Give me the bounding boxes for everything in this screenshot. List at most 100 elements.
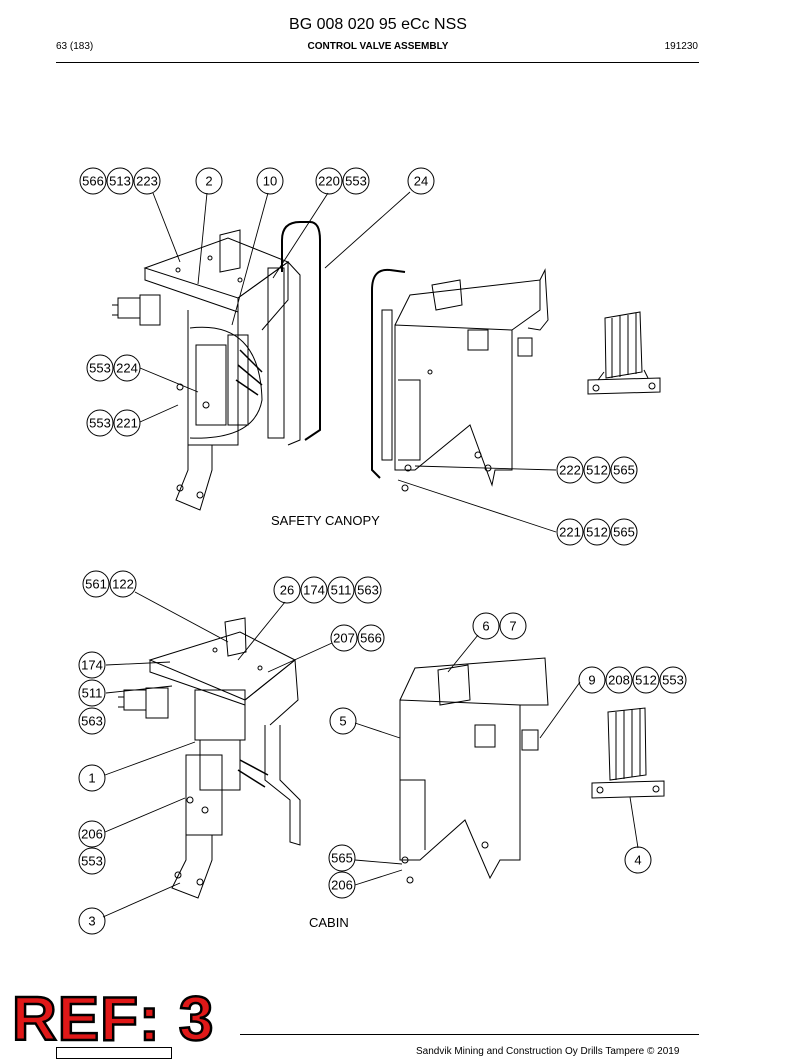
callout-222: 222 bbox=[556, 456, 584, 484]
callout-224: 224 bbox=[113, 354, 141, 382]
callout-553: 553 bbox=[86, 354, 114, 382]
svg-text:512: 512 bbox=[635, 673, 657, 688]
svg-text:206: 206 bbox=[331, 878, 353, 893]
callout-512: 512 bbox=[583, 456, 611, 484]
svg-text:7: 7 bbox=[509, 619, 516, 634]
upper-callouts: 566 513 223 2 10 220 553 24 553 224 553 … bbox=[79, 167, 638, 546]
header-rule bbox=[56, 62, 699, 63]
sandvik-logo bbox=[56, 1047, 172, 1059]
callout-511: 511 bbox=[78, 679, 106, 707]
svg-text:220: 220 bbox=[318, 174, 340, 189]
callout-563: 563 bbox=[78, 707, 106, 735]
callout-206: 206 bbox=[328, 871, 356, 899]
callout-512: 512 bbox=[632, 666, 660, 694]
svg-text:512: 512 bbox=[586, 525, 608, 540]
svg-text:207: 207 bbox=[333, 631, 355, 646]
callout-4: 4 bbox=[624, 846, 652, 874]
svg-text:511: 511 bbox=[82, 686, 103, 701]
svg-text:512: 512 bbox=[586, 463, 608, 478]
callout-512: 512 bbox=[583, 518, 611, 546]
callout-208: 208 bbox=[605, 666, 633, 694]
callout-174: 174 bbox=[78, 651, 106, 679]
svg-text:10: 10 bbox=[263, 174, 277, 189]
document-title: BG 008 020 95 eCc NSS bbox=[289, 16, 467, 33]
svg-text:553: 553 bbox=[81, 854, 103, 869]
svg-text:553: 553 bbox=[345, 174, 367, 189]
svg-text:221: 221 bbox=[116, 416, 138, 431]
svg-text:563: 563 bbox=[357, 583, 379, 598]
callout-2: 2 bbox=[195, 167, 223, 195]
svg-text:208: 208 bbox=[608, 673, 630, 688]
svg-text:566: 566 bbox=[360, 631, 382, 646]
callout-206: 206 bbox=[78, 820, 106, 848]
cabin-side bbox=[399, 657, 549, 884]
callout-122: 122 bbox=[109, 570, 137, 598]
callout-3: 3 bbox=[78, 907, 106, 935]
svg-text:174: 174 bbox=[81, 658, 103, 673]
ref-stamp: REF: 3 bbox=[11, 984, 215, 1056]
callout-566: 566 bbox=[357, 624, 385, 652]
callout-24: 24 bbox=[407, 167, 435, 195]
caption-safety-canopy: SAFETY CANOPY bbox=[271, 513, 380, 528]
svg-text:224: 224 bbox=[116, 361, 138, 376]
svg-text:3: 3 bbox=[88, 914, 95, 929]
callout-207: 207 bbox=[330, 624, 358, 652]
callout-511: 511 bbox=[327, 576, 355, 604]
svg-text:222: 222 bbox=[559, 463, 581, 478]
svg-text:26: 26 bbox=[280, 583, 294, 598]
document-number: 191230 bbox=[664, 41, 698, 52]
callout-561: 561 bbox=[82, 570, 110, 598]
callout-220: 220 bbox=[315, 167, 343, 195]
svg-text:561: 561 bbox=[85, 577, 107, 592]
callout-563: 563 bbox=[354, 576, 382, 604]
canopy-valve-block bbox=[587, 311, 661, 395]
svg-text:174: 174 bbox=[303, 583, 325, 598]
callout-26: 26 bbox=[273, 576, 301, 604]
callout-553: 553 bbox=[659, 666, 687, 694]
svg-text:206: 206 bbox=[81, 827, 103, 842]
svg-text:511: 511 bbox=[331, 583, 352, 598]
callout-10: 10 bbox=[256, 167, 284, 195]
upper-leader-lines bbox=[139, 191, 557, 533]
callout-5: 5 bbox=[329, 707, 357, 735]
cabin-valve-block bbox=[591, 707, 665, 799]
svg-text:565: 565 bbox=[613, 525, 635, 540]
svg-text:566: 566 bbox=[82, 174, 104, 189]
svg-text:553: 553 bbox=[662, 673, 684, 688]
callout-553: 553 bbox=[86, 409, 114, 437]
svg-text:4: 4 bbox=[634, 853, 641, 868]
svg-text:223: 223 bbox=[136, 174, 158, 189]
callout-553: 553 bbox=[78, 847, 106, 875]
footer-rule bbox=[240, 1034, 699, 1035]
callout-221: 221 bbox=[556, 518, 584, 546]
callout-513: 513 bbox=[106, 167, 134, 195]
cabin-valve-assembly bbox=[118, 617, 301, 899]
callout-7: 7 bbox=[499, 612, 527, 640]
callout-174: 174 bbox=[300, 576, 328, 604]
svg-text:1: 1 bbox=[88, 771, 95, 786]
callout-565: 565 bbox=[610, 518, 638, 546]
lower-callouts: 561 122 26 174 511 563 207 566 6 7 174 5… bbox=[78, 570, 687, 935]
svg-text:513: 513 bbox=[109, 174, 131, 189]
canopy-cabinet-side bbox=[371, 268, 549, 492]
callout-566: 566 bbox=[79, 167, 107, 195]
callout-565: 565 bbox=[328, 844, 356, 872]
svg-text:563: 563 bbox=[81, 714, 103, 729]
svg-text:2: 2 bbox=[205, 174, 212, 189]
footer-copyright: Sandvik Mining and Construction Oy Drill… bbox=[416, 1046, 680, 1057]
svg-text:553: 553 bbox=[89, 416, 111, 431]
callout-565: 565 bbox=[610, 456, 638, 484]
canopy-valve-assembly bbox=[112, 221, 321, 511]
svg-text:9: 9 bbox=[588, 673, 595, 688]
svg-text:122: 122 bbox=[112, 577, 134, 592]
svg-text:565: 565 bbox=[613, 463, 635, 478]
page-number: 63 (183) bbox=[56, 41, 94, 52]
callout-553: 553 bbox=[342, 167, 370, 195]
section-title: CONTROL VALVE ASSEMBLY bbox=[307, 41, 449, 52]
caption-cabin: CABIN bbox=[309, 915, 349, 930]
callout-1: 1 bbox=[78, 764, 106, 792]
lower-leader-lines bbox=[102, 591, 639, 918]
svg-text:24: 24 bbox=[414, 174, 428, 189]
svg-text:553: 553 bbox=[89, 361, 111, 376]
